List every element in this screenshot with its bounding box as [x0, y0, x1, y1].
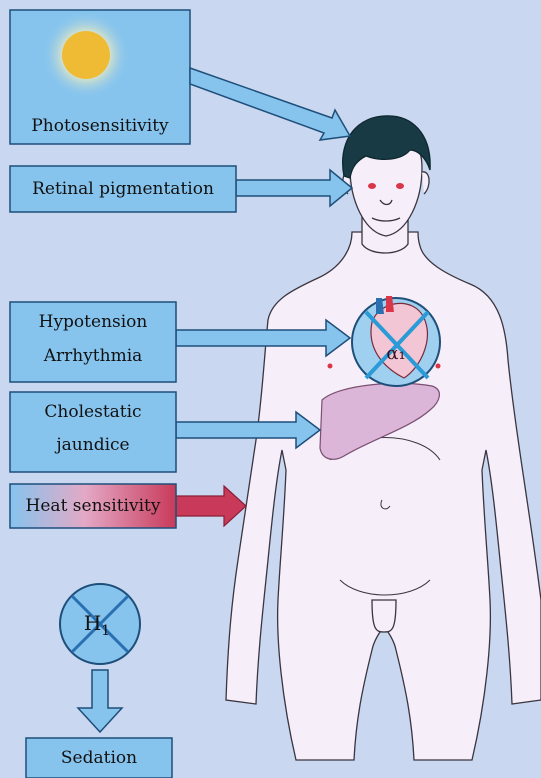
hypotension-arrhythmia-box [10, 302, 176, 382]
heart-alpha1-icon [352, 296, 440, 386]
ear-right [422, 172, 429, 194]
arrow-retinal [236, 170, 352, 206]
heat-sensitivity-box [10, 484, 176, 528]
arrow-cholestatic [176, 412, 320, 448]
arrow-heat [176, 486, 246, 526]
sun-icon [62, 31, 110, 79]
cholestatic-jaundice-box [10, 392, 176, 472]
genitals [372, 600, 396, 632]
nipple-right [436, 364, 441, 369]
h1-receptor-icon [60, 584, 140, 664]
sedation-box [26, 738, 172, 778]
arrow-sedation [78, 670, 122, 732]
retinal-pigmentation-box [10, 166, 236, 212]
arrow-photosensitivity [190, 68, 350, 140]
nipple-left [328, 364, 333, 369]
